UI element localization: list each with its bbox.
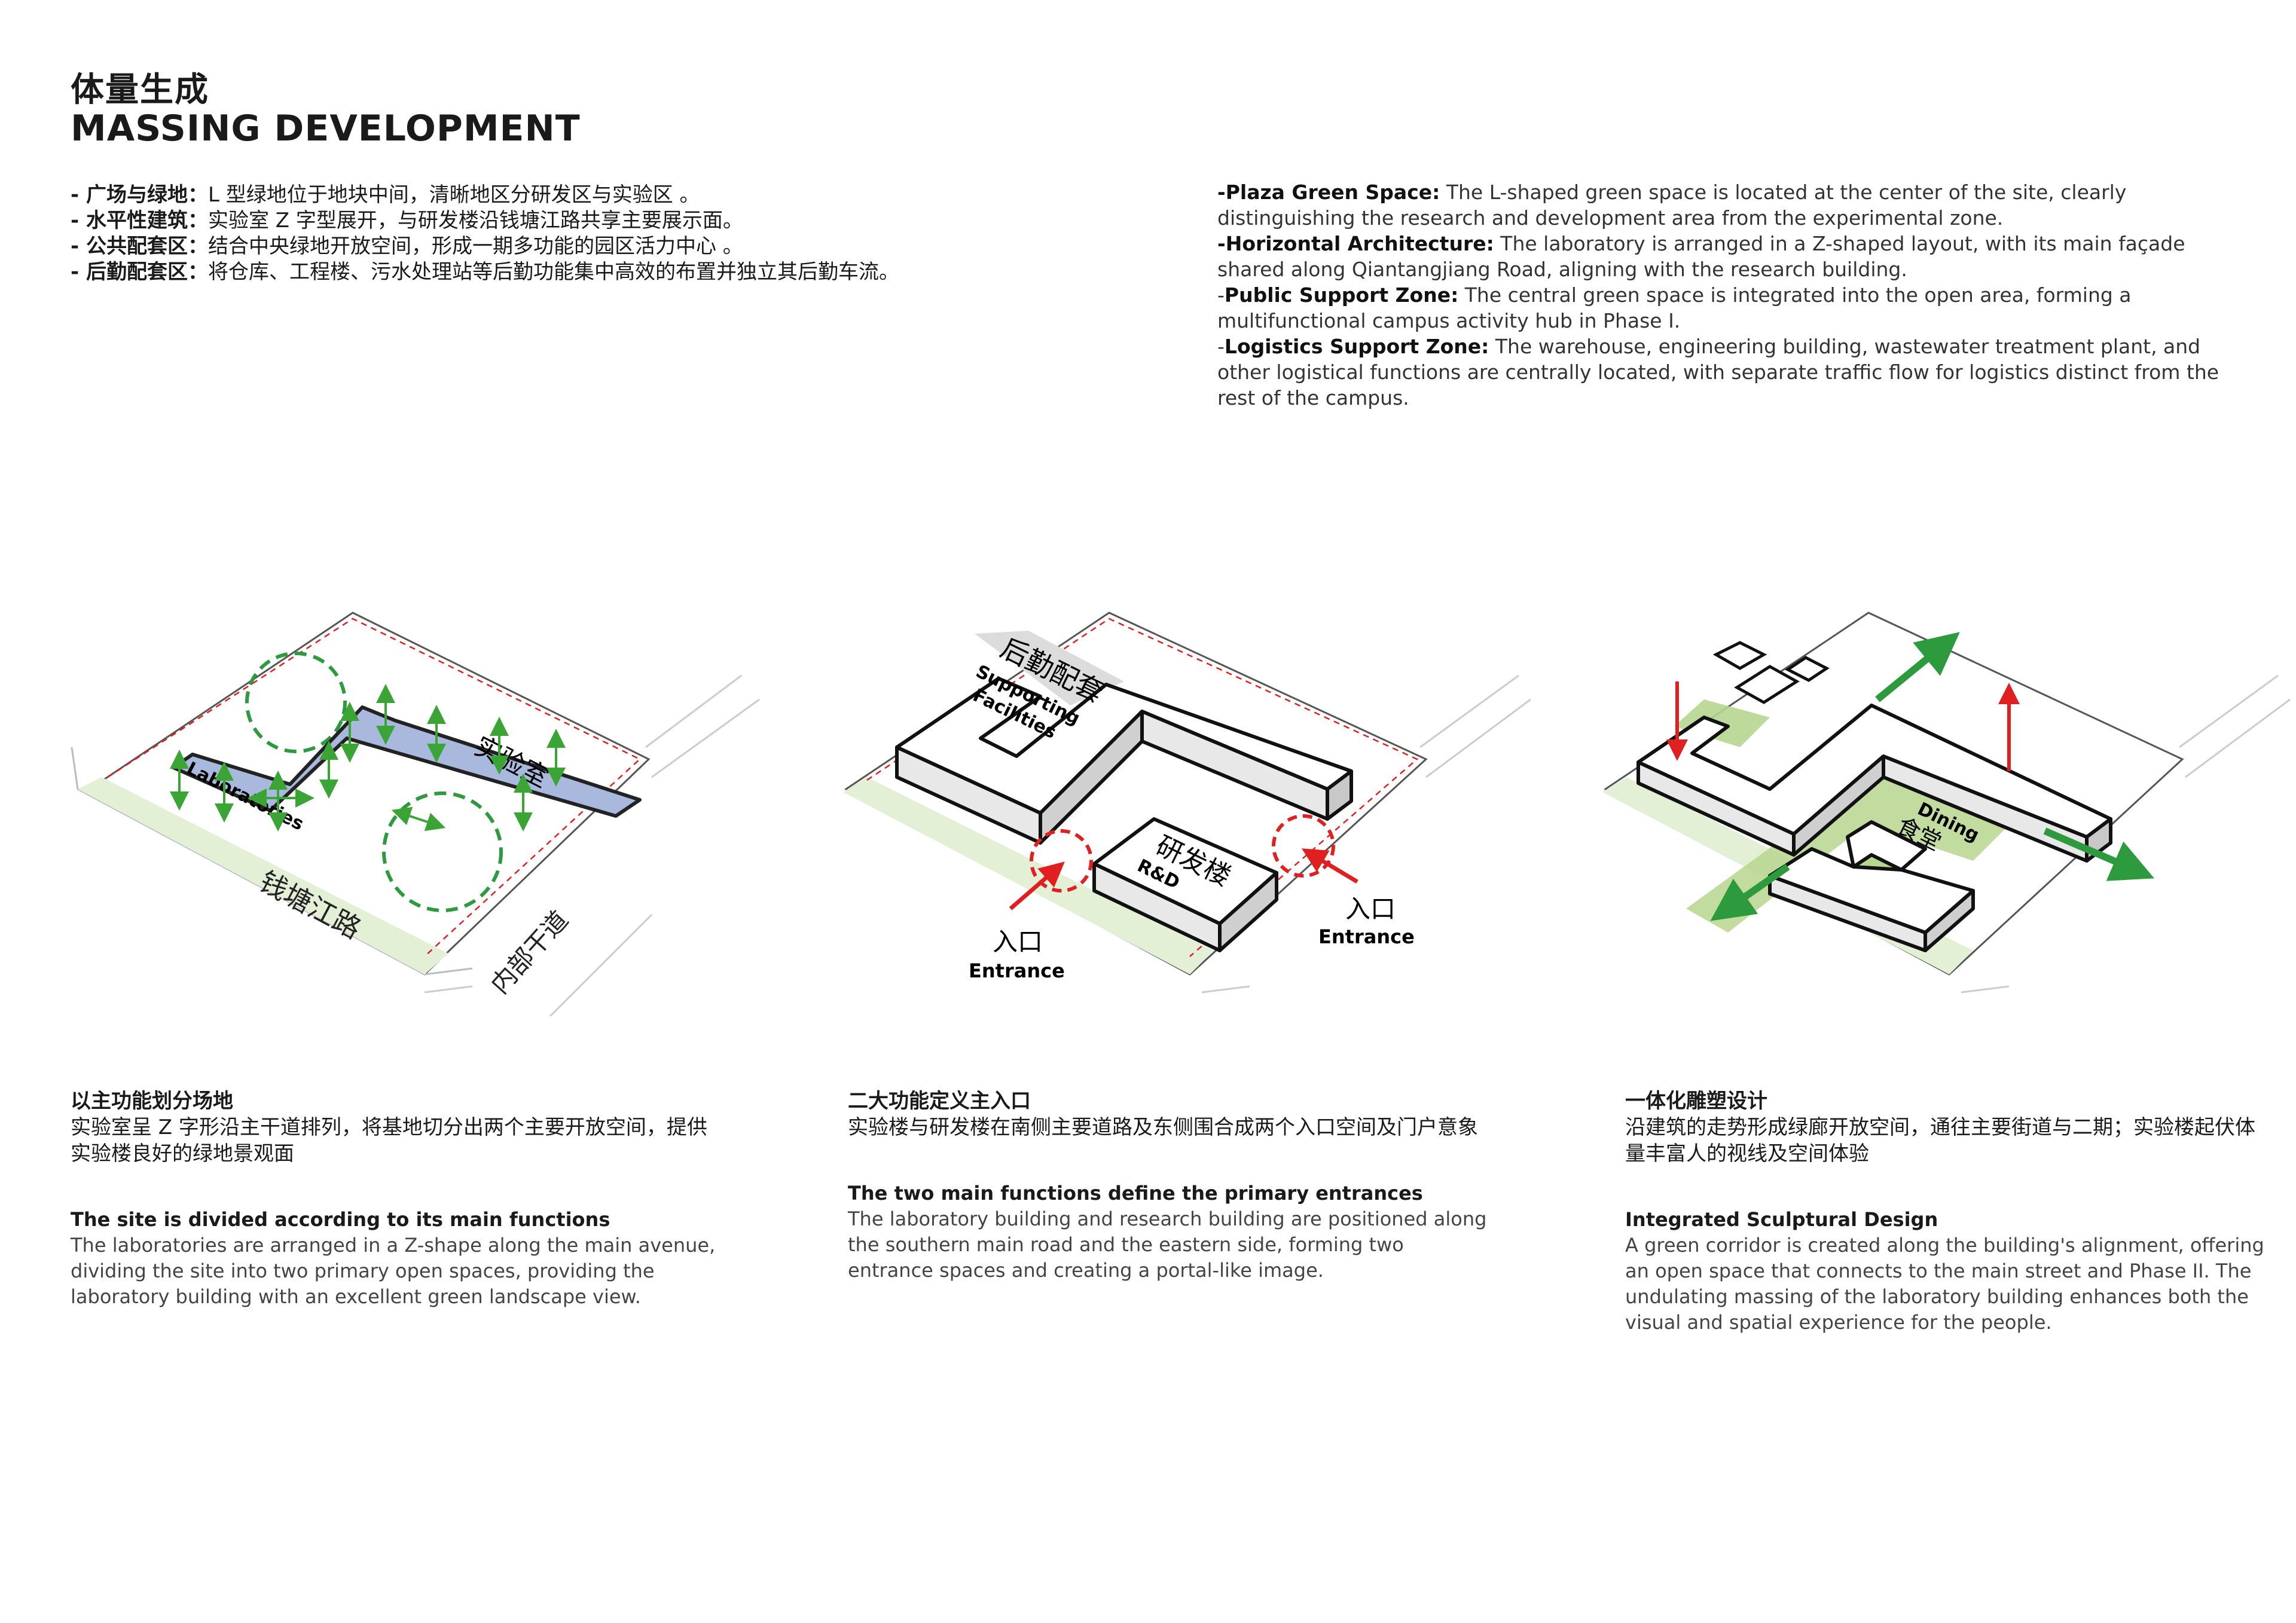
caption-cn-heading: 二大功能定义主入口: [848, 1089, 1031, 1113]
laboratory-mass: [1636, 704, 2112, 863]
cn-bullet-label: - 广场与绿地：: [71, 183, 208, 207]
site-boundary-redline: [107, 618, 642, 957]
cn-bullet-item: - 后勤配套区：将仓库、工程楼、污水处理站等后勤功能集中高效的布置并独立其后勤车…: [71, 259, 1117, 285]
support-zone-shade: [975, 631, 1124, 705]
corridor-arrow-north: [1875, 632, 1960, 702]
cn-bullet-text: 实验室 Z 字型展开，与研发楼沿钱塘江路共享主要展示面。: [207, 209, 743, 233]
entrance-label-en-east: Entrance: [1318, 925, 1415, 948]
caption-2: 二大功能定义主入口 实验楼与研发楼在南侧主要道路及东侧围合成两个入口空间及门户意…: [848, 1088, 1494, 1283]
caption-en-heading: Integrated Sculptural Design: [1625, 1208, 1938, 1231]
caption-en-heading: The site is divided according to its mai…: [71, 1208, 610, 1231]
site-green-strip: [78, 777, 448, 974]
entrance-arrow-south: [1009, 861, 1065, 910]
diagram-functional-division: Laboratories 实验室 钱塘江路 内部干道: [54, 598, 771, 1016]
view-arrows: [170, 684, 566, 832]
en-bullet-prefix: -: [1217, 335, 1225, 358]
rd-building-mass: [1092, 817, 1278, 952]
page-title-en: MASSING DEVELOPMENT: [71, 108, 581, 149]
caption-3: 一体化雕塑设计 沿建筑的走势形成绿廊开放空间，通往主要街道与二期；实验楼起伏体量…: [1625, 1088, 2271, 1335]
caption-cn-heading: 一体化雕塑设计: [1625, 1089, 1767, 1113]
entrance-circle-south: [1030, 829, 1093, 893]
open-space-circle-south: [382, 791, 503, 912]
entrance-arrow-east: [1301, 848, 1358, 884]
road-label-internal: 内部干道: [485, 905, 574, 1000]
en-bullet-item: -Plaza Green Space: The L-shaped green s…: [1217, 179, 2258, 231]
diagram-3-svg: Dining 食堂: [1602, 612, 2291, 994]
en-bullet-prefix: -: [1217, 283, 1225, 307]
en-bullet-list: -Plaza Green Space: The L-shaped green s…: [1217, 179, 2258, 411]
cn-bullet-label: - 水平性建筑：: [71, 209, 208, 233]
en-bullet-text: The central green space is integrated in…: [1217, 283, 2132, 332]
diagram-entrances: 后勤配套 Supporting Facilities 研发楼 R&D 入口 En…: [831, 598, 1549, 1016]
en-bullet-label: -Plaza Green Space:: [1217, 181, 1440, 204]
cn-bullet-label: - 后勤配套区：: [71, 260, 208, 284]
cn-bullet-text: 结合中央绿地开放空间，形成一期多功能的园区活力中心 。: [207, 234, 743, 258]
page-title-cn: 体量生成: [71, 71, 209, 109]
caption-en-body: The laboratory building and research bui…: [848, 1208, 1487, 1282]
en-bullet-text: The laboratory is arranged in a Z-shaped…: [1217, 232, 2185, 281]
caption-en-body: The laboratories are arranged in a Z-sha…: [71, 1234, 716, 1308]
laboratory-mass: [895, 677, 1353, 845]
en-bullet-item: -Horizontal Architecture: The laboratory…: [1217, 231, 2258, 282]
site-green-strip: [843, 777, 1214, 974]
en-bullet-text: The warehouse, engineering building, was…: [1217, 335, 2219, 409]
entrance-label-en-south: Entrance: [969, 959, 1065, 982]
entrance-circle-east: [1272, 814, 1335, 878]
diagram-sculptural: Dining 食堂: [1590, 598, 2296, 1016]
cn-bullet-label: - 公共配套区：: [71, 234, 208, 258]
cn-bullet-item: - 公共配套区：结合中央绿地开放空间，形成一期多功能的园区活力中心 。: [71, 234, 1117, 259]
caption-cn-body: 实验室呈 Z 字形沿主干道排列，将基地切分出两个主要开放空间，提供实验楼良好的绿…: [71, 1115, 707, 1166]
corridor-arrow-southwest: [1710, 864, 1790, 921]
en-bullet-text: The L-shaped green space is located at t…: [1217, 181, 2127, 230]
dining-mass: [1768, 820, 1975, 952]
cn-bullet-text: L 型绿地位于地块中间，清晰地区分研发区与实验区 。: [207, 183, 700, 207]
caption-en-heading: The two main functions define the primar…: [848, 1182, 1423, 1205]
caption-cn-body: 实验楼与研发楼在南侧主要道路及东侧围合成两个入口空间及门户意象: [848, 1115, 1478, 1139]
en-bullet-item: -Logistics Support Zone: The warehouse, …: [1217, 334, 2258, 411]
caption-cn-body: 沿建筑的走势形成绿廊开放空间，通往主要街道与二期；实验楼起伏体量丰富人的视线及空…: [1625, 1115, 2255, 1166]
en-bullet-label: Logistics Support Zone:: [1224, 335, 1489, 358]
logistics-blocks: [1712, 641, 1830, 704]
en-bullet-label: Public Support Zone:: [1224, 283, 1459, 307]
context-lines: [1961, 674, 2291, 994]
cn-bullet-item: - 广场与绿地：L 型绿地位于地块中间，清晰地区分研发区与实验区 。: [71, 182, 1117, 208]
cn-bullet-list: - 广场与绿地：L 型绿地位于地块中间，清晰地区分研发区与实验区 。 - 水平性…: [71, 182, 1117, 285]
caption-1: 以主功能划分场地 实验室呈 Z 字形沿主干道排列，将基地切分出两个主要开放空间，…: [71, 1088, 716, 1310]
corridor-arrow-east: [2043, 827, 2155, 881]
diagram-1-svg: Laboratories 实验室 钱塘江路 内部干道: [71, 612, 760, 1016]
cn-bullet-text: 将仓库、工程楼、污水处理站等后勤功能集中高效的布置并独立其后勤车流。: [207, 260, 899, 284]
context-lines: [1201, 674, 1531, 994]
cn-bullet-item: - 水平性建筑：实验室 Z 字型展开，与研发楼沿钱塘江路共享主要展示面。: [71, 208, 1117, 234]
entrance-label-cn-south: 入口: [993, 927, 1043, 956]
context-lines: [424, 674, 760, 1016]
en-bullet-item: -Public Support Zone: The central green …: [1217, 282, 2258, 334]
entrance-label-cn-east: 入口: [1345, 894, 1396, 924]
diagram-2-svg: 后勤配套 Supporting Facilities 研发楼 R&D 入口 En…: [843, 612, 1531, 994]
en-bullet-label: -Horizontal Architecture:: [1217, 232, 1494, 255]
caption-cn-heading: 以主功能划分场地: [71, 1089, 233, 1113]
caption-en-body: A green corridor is created along the bu…: [1625, 1234, 2264, 1334]
